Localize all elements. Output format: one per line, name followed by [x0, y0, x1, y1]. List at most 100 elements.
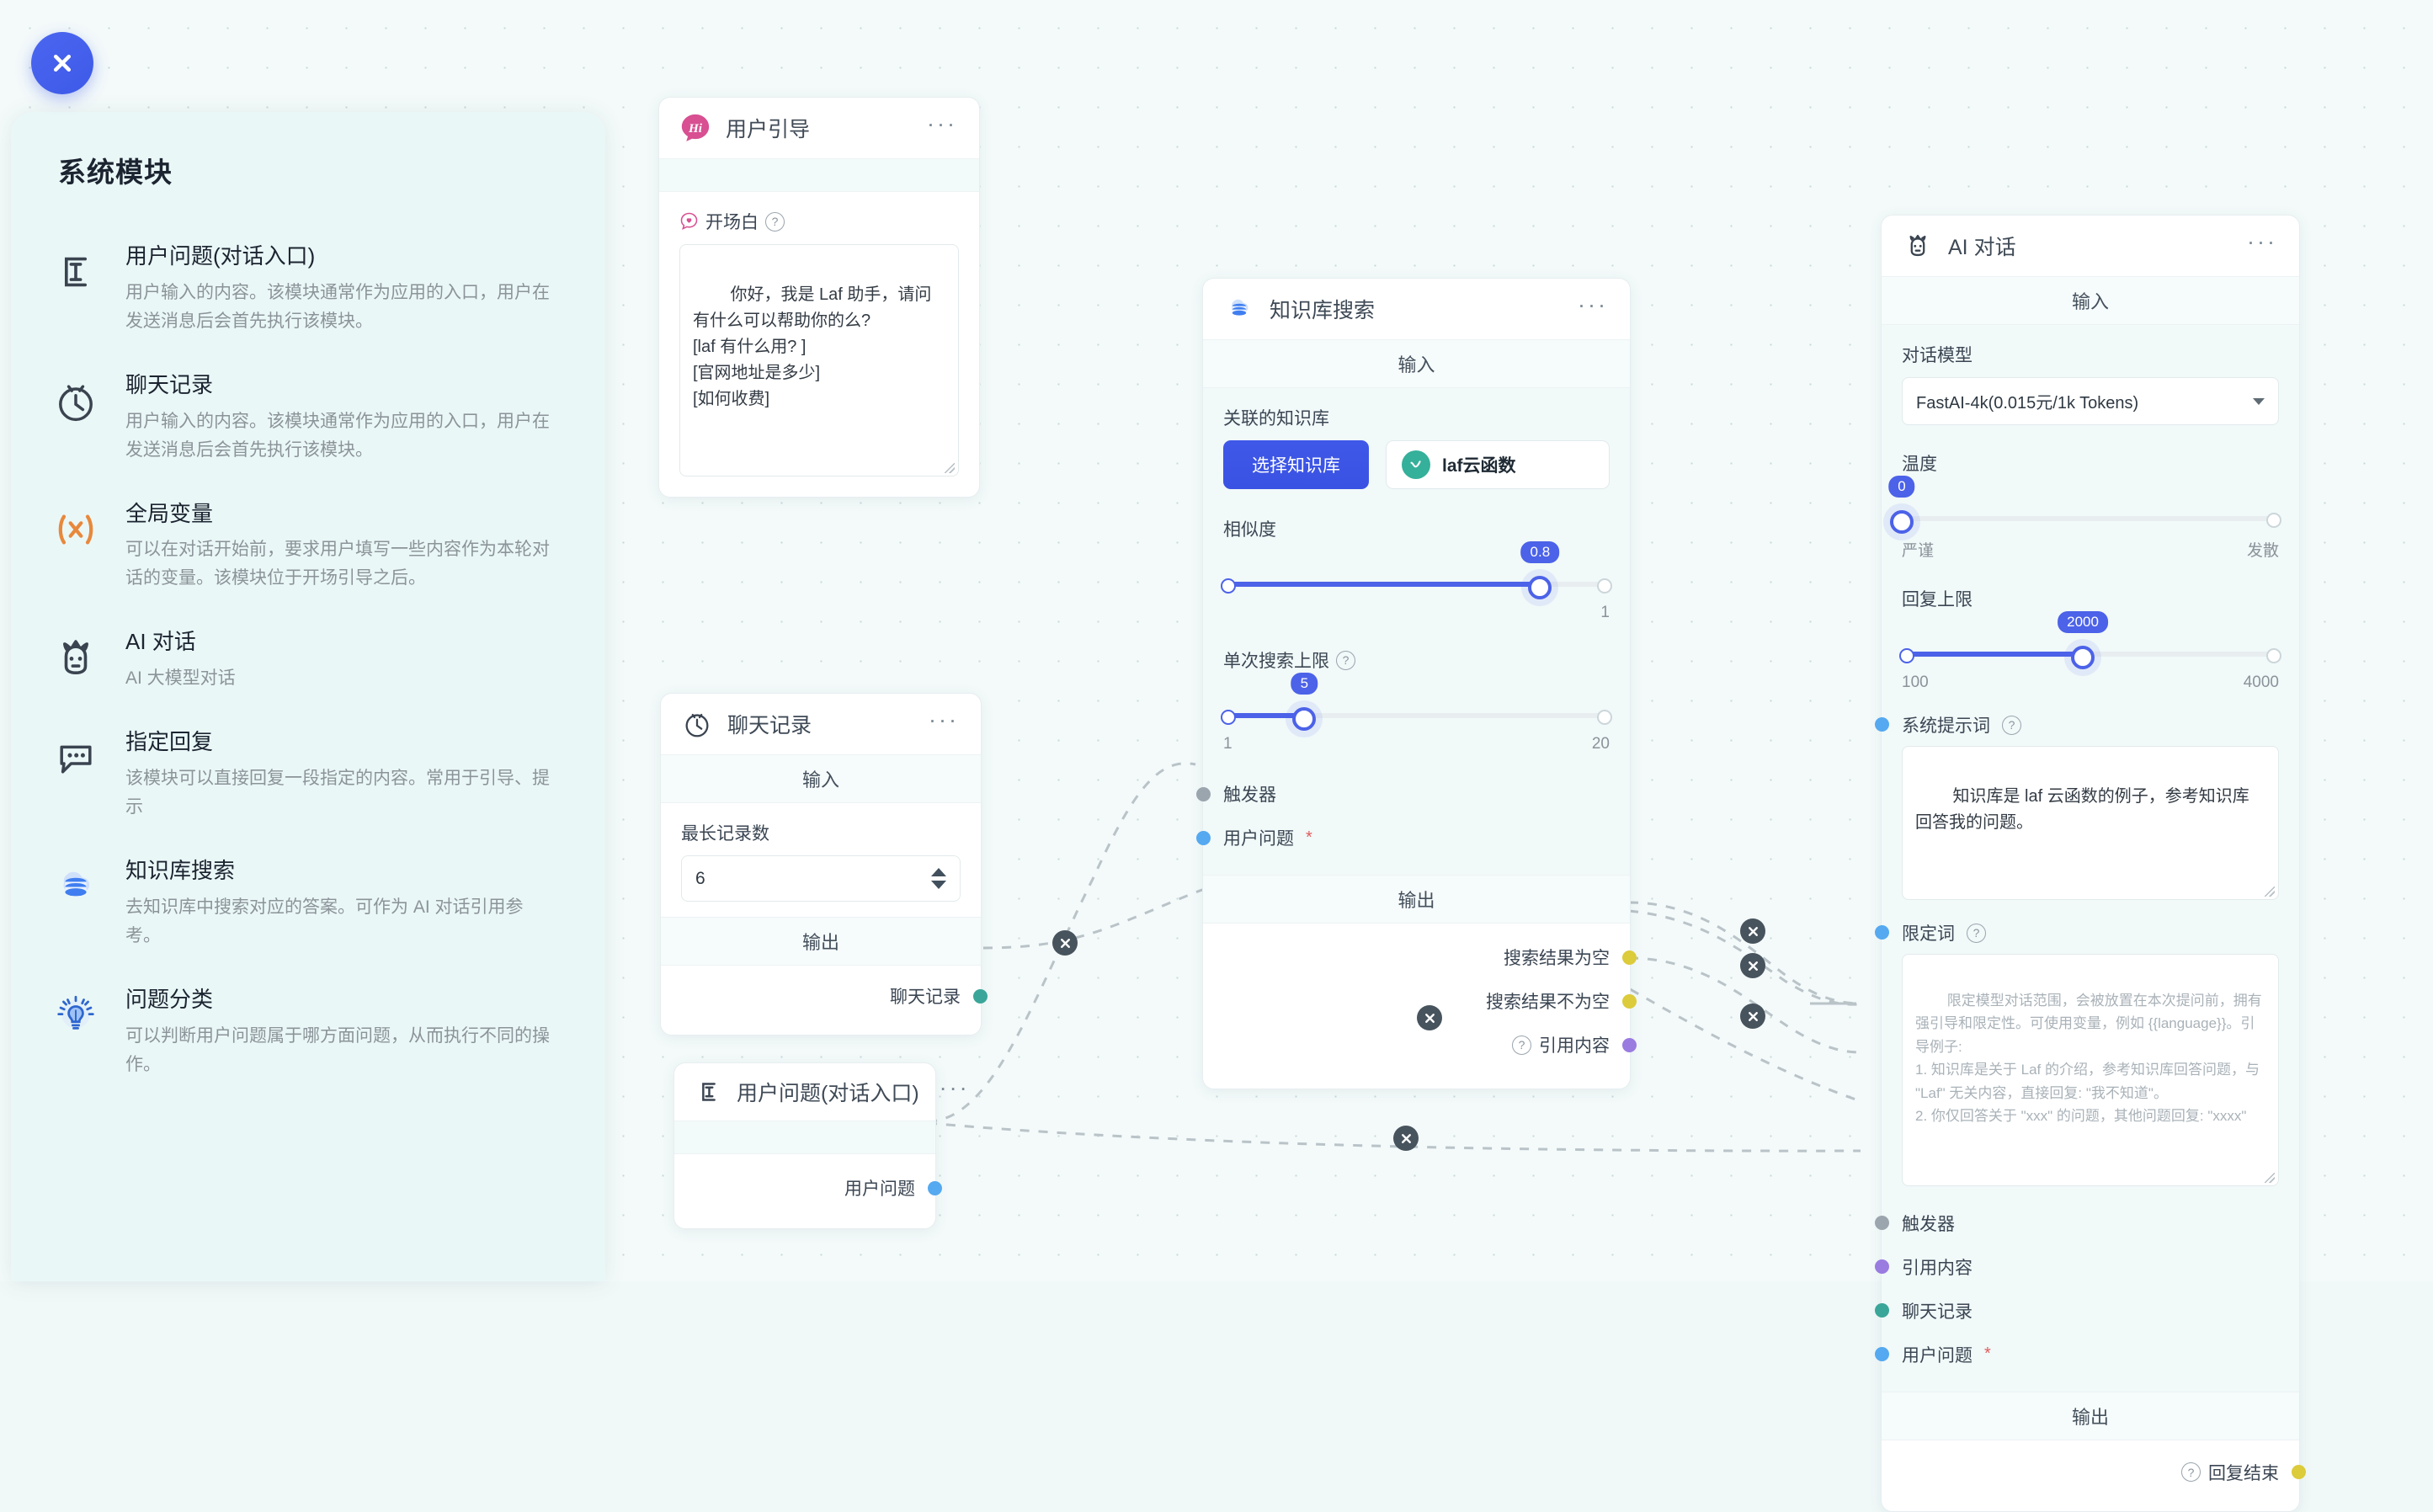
edge-delete-6[interactable] — [1740, 1004, 1765, 1029]
node-menu-button[interactable]: ··· — [939, 1075, 970, 1100]
limit-value: 5 — [1291, 673, 1318, 695]
input-port-trigger[interactable] — [1875, 1216, 1889, 1231]
input-port-chat-history[interactable] — [1875, 1303, 1889, 1318]
input-port-quote[interactable] — [1875, 1259, 1889, 1275]
sidebar-item-kb-search[interactable]: 知识库搜索 去知识库中搜索对应的答案。可作为 AI 对话引用参考。 — [11, 839, 605, 967]
sidebar-item-question-classify[interactable]: 问题分类 可以判断用户问题属于哪方面问题，从而执行不同的操作。 — [11, 967, 605, 1096]
sidebar-item-label: 全局变量 — [125, 500, 214, 526]
input-port-trigger[interactable] — [1196, 786, 1211, 801]
close-panel-button[interactable] — [31, 32, 93, 94]
help-icon[interactable]: ? — [1336, 650, 1355, 670]
node-menu-button[interactable]: ··· — [929, 707, 959, 732]
help-icon[interactable]: ? — [1512, 1035, 1531, 1055]
input-row-quote[interactable]: 引用内容 — [1875, 1245, 2279, 1289]
stepper-up-icon[interactable] — [931, 868, 946, 876]
temperature-max-label: 发散 — [2246, 542, 2279, 560]
input-row-user-question[interactable]: 用户问题* — [1196, 816, 1610, 860]
help-icon[interactable]: ? — [2181, 1462, 2201, 1483]
kb-chip-laf[interactable]: laf云函数 — [1386, 440, 1610, 489]
temperature-slider[interactable]: 0 — [1888, 476, 2281, 534]
model-select[interactable]: FastAI-4k(0.015元/1k Tokens) — [1902, 377, 2279, 425]
node-ai-chat[interactable]: AI 对话 ··· 输入 对话模型 FastAI-4k(0.015元/1k To… — [1875, 215, 2306, 1512]
input-port-limit-word[interactable] — [1875, 925, 1889, 940]
input-label: 引用内容 — [1902, 1258, 1972, 1278]
output-label: 用户问题 — [844, 1179, 915, 1199]
limit-word-placeholder: 限定模型对话范围，会被放置在本次提问前，拥有强引导和限定性。可使用变量，例如 {… — [1915, 992, 2262, 1125]
input-port-user-question[interactable] — [1196, 830, 1211, 845]
output-row-empty[interactable]: 搜索结果为空 — [1223, 935, 1637, 979]
output-port-finish[interactable] — [2292, 1465, 2306, 1480]
edge-delete-3[interactable] — [1393, 1126, 1419, 1151]
input-port-user-question[interactable] — [1875, 1347, 1889, 1362]
node-header[interactable]: AI 对话 ··· — [1882, 216, 2299, 276]
sidebar-item-user-question[interactable]: 用户问题(对话入口) 用户输入的内容。该模块通常作为应用的入口，用户在发送消息后… — [11, 224, 605, 353]
slider-thumb[interactable] — [2071, 646, 2095, 669]
node-user-guide[interactable]: Hi 用户引导 ··· 开场白 ? 你好，我是 Laf 助手，请问有什么可以帮助… — [658, 97, 980, 498]
slider-thumb[interactable] — [1528, 576, 1552, 599]
opening-textarea[interactable]: 你好，我是 Laf 助手，请问有什么可以帮助你的么? [laf 有什么用? ] … — [679, 244, 959, 476]
input-row-trigger[interactable]: 触发器 — [1196, 772, 1610, 816]
node-header[interactable]: 用户问题(对话入口) ··· — [674, 1063, 967, 1121]
node-header[interactable]: 聊天记录 ··· — [661, 694, 981, 754]
output-port-user-question[interactable] — [928, 1180, 942, 1195]
limit-word-textarea[interactable]: 限定模型对话范围，会被放置在本次提问前，拥有强引导和限定性。可使用变量，例如 {… — [1902, 954, 2279, 1186]
slider-thumb[interactable] — [1292, 707, 1317, 731]
help-icon[interactable]: ? — [1967, 923, 1986, 943]
output-row-quote[interactable]: ? 引用内容 — [1223, 1023, 1637, 1067]
resize-handle[interactable] — [2265, 1172, 2275, 1183]
output-label: 聊天记录 — [890, 988, 961, 1007]
sidebar-item-desc: AI 大模型对话 — [125, 668, 236, 689]
edge-delete-2[interactable] — [1417, 1005, 1442, 1030]
max-tokens-slider[interactable]: 2000 — [1899, 611, 2281, 669]
output-port-chat-history[interactable] — [973, 988, 988, 1004]
slider-fill — [1223, 713, 1305, 718]
system-prompt-textarea[interactable]: 知识库是 laf 云函数的例子，参考知识库回答我的问题。 — [1902, 746, 2279, 900]
help-icon[interactable]: ? — [2002, 715, 2021, 735]
node-chat-history[interactable]: 聊天记录 ··· 输入 最长记录数 6 输出 聊天记录 — [660, 693, 988, 1036]
output-port-empty[interactable] — [1622, 950, 1637, 965]
slider-cap-left — [1221, 710, 1236, 725]
node-header[interactable]: Hi 用户引导 ··· — [659, 98, 979, 158]
system-prompt-label: 系统提示词 — [1902, 716, 1990, 736]
output-label: 回复结束 — [2208, 1463, 2279, 1483]
similarity-slider[interactable]: 0.8 — [1221, 541, 1612, 599]
output-port-quote[interactable] — [1622, 1037, 1637, 1052]
chevron-down-icon[interactable] — [2253, 397, 2265, 405]
node-menu-button[interactable]: ··· — [1578, 292, 1608, 317]
output-port-not-empty[interactable] — [1622, 993, 1637, 1009]
sidebar-item-ai-chat[interactable]: AI 对话 AI 大模型对话 — [11, 610, 605, 710]
input-row-chat-history[interactable]: 聊天记录 — [1875, 1289, 2279, 1333]
output-row-finish[interactable]: ? 回复结束 — [1902, 1451, 2306, 1494]
resize-handle[interactable] — [945, 463, 955, 473]
max-records-stepper[interactable] — [931, 868, 946, 889]
input-port-system-prompt[interactable] — [1875, 717, 1889, 732]
robot-icon — [50, 631, 102, 684]
node-menu-button[interactable]: ··· — [927, 111, 957, 136]
edge-delete-5[interactable] — [1740, 953, 1765, 978]
select-kb-button[interactable]: 选择知识库 — [1223, 440, 1369, 489]
system-modules-panel[interactable]: 系统模块 用户问题(对话入口) 用户输入的内容。该模块通常作为应用的入口，用户在… — [11, 112, 605, 1281]
max-records-input[interactable]: 6 — [681, 855, 961, 902]
node-user-question[interactable]: 用户问题(对话入口) ··· 用户问题 — [673, 1062, 967, 1229]
edge-delete-1[interactable] — [1052, 930, 1078, 956]
output-row-chat-history[interactable]: 聊天记录 — [681, 974, 988, 1018]
stepper-down-icon[interactable] — [931, 881, 946, 889]
node-menu-button[interactable]: ··· — [2247, 229, 2277, 254]
sidebar-item-chat-history[interactable]: 聊天记录 用户输入的内容。该模块通常作为应用的入口，用户在发送消息后会首先执行该… — [11, 353, 605, 482]
node-header[interactable]: 知识库搜索 ··· — [1203, 279, 1630, 339]
input-row-trigger[interactable]: 触发器 — [1875, 1201, 2279, 1245]
node-kb-search[interactable]: 知识库搜索 ··· 输入 关联的知识库 选择知识库 laf云函数 相似度 — [1196, 278, 1637, 1089]
input-row-user-question[interactable]: 用户问题* — [1875, 1333, 2279, 1376]
help-icon[interactable]: ? — [765, 211, 785, 232]
edge-delete-4[interactable] — [1740, 918, 1765, 944]
limit-slider[interactable]: 5 — [1221, 673, 1612, 731]
resize-handle[interactable] — [2265, 886, 2275, 897]
output-row-user-question[interactable]: 用户问题 — [695, 1166, 942, 1210]
sidebar-item-assigned-reply[interactable]: 指定回复 该模块可以直接回复一段指定的内容。常用于引导、提示 — [11, 710, 605, 839]
slider-thumb[interactable] — [1890, 510, 1914, 534]
node-outputs: 用户问题 — [674, 1154, 942, 1228]
max-tokens-label: 回复上限 — [1902, 590, 1972, 610]
sidebar-item-global-variable[interactable]: 全局变量 可以在对话开始前，要求用户填写一些内容作为本轮对话的变量。该模块位于开… — [11, 482, 605, 610]
slider-fill — [1902, 652, 2084, 657]
